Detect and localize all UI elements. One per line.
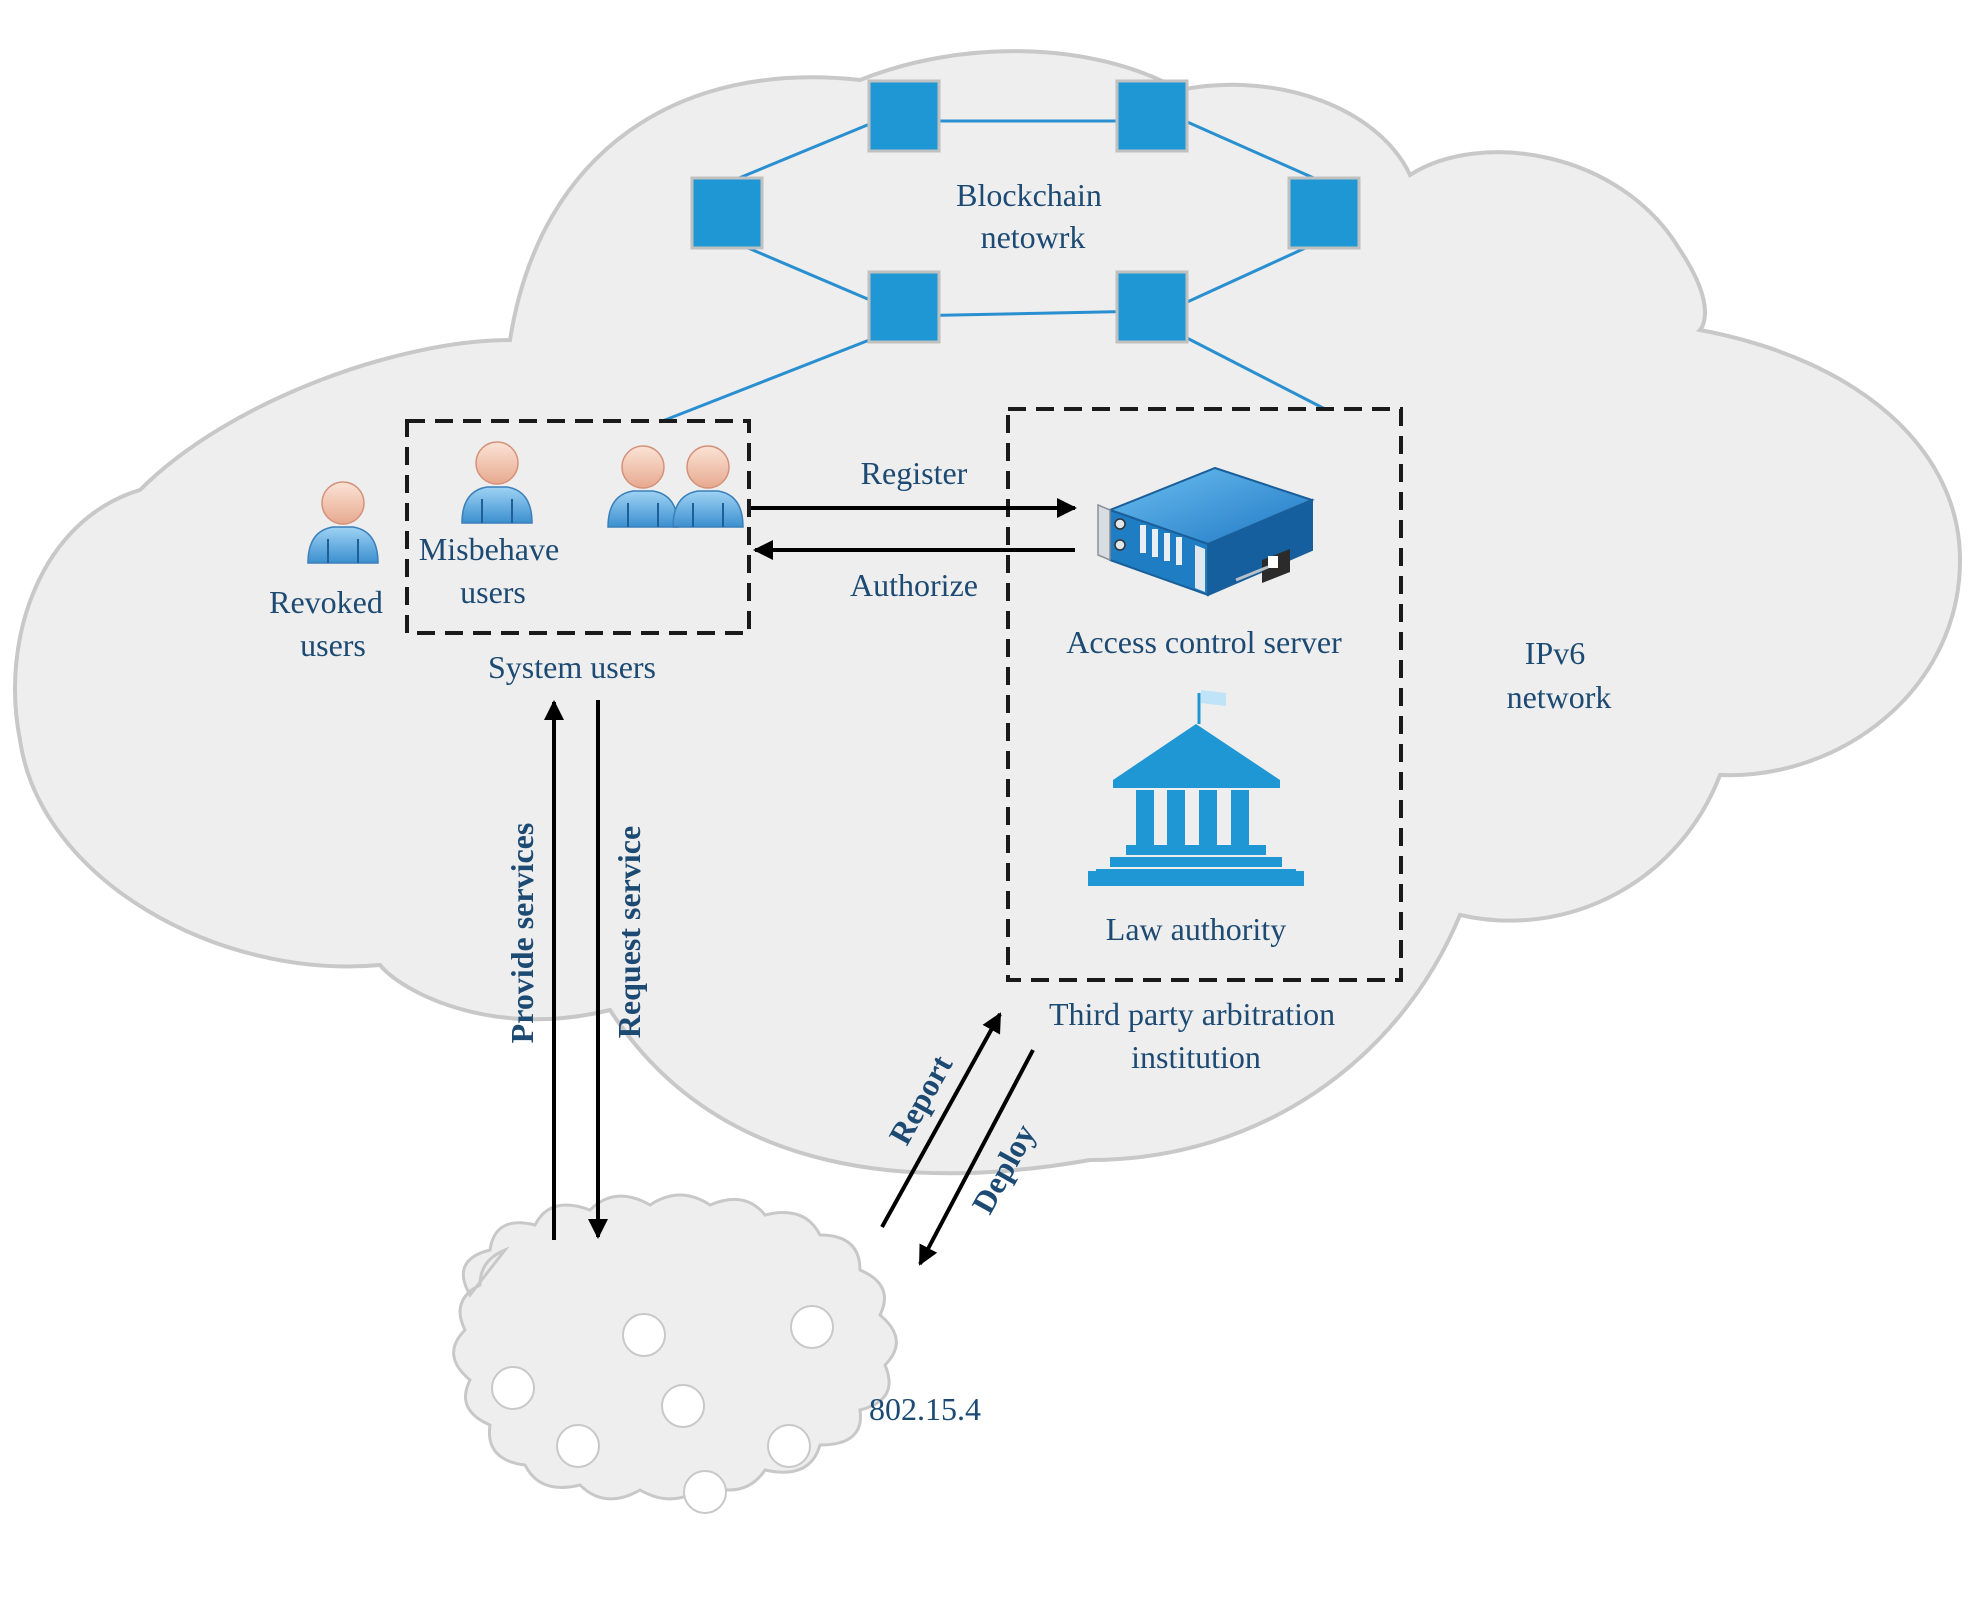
law-authority-label: Law authority [1106,911,1286,947]
third-party-label: Third party arbitration institution [1049,996,1343,1075]
blockchain-label: Blockchain netowrk [956,177,1110,255]
lan-802154-label: 802.15.4 [869,1391,981,1427]
system-users-box [405,419,751,635]
ipv6-cloud [13,49,1963,1176]
device-circle-icon [556,1424,600,1468]
device-circle-icon [661,1384,705,1428]
blockchain-links [659,119,1326,424]
device-circle-icon [767,1424,811,1468]
report-arrow [880,1012,1002,1228]
blockchain-nodes [690,79,1361,344]
system-users-label: System users [488,649,656,685]
provide-services-label: Provide services [504,823,540,1044]
blockchain-node-icon [1115,270,1189,344]
blockchain-node-icon [867,79,941,153]
device-circle-icon [790,1305,834,1349]
lan-devices [491,1305,834,1514]
authorize-label: Authorize [850,567,978,603]
device-circle-icon [683,1470,727,1514]
request-service-label: Request service [611,826,647,1038]
misbehave-users-label: Misbehave users [419,531,567,610]
system-user-icon [607,445,679,528]
courthouse-icon [1088,690,1304,886]
misbehave-user-icon [461,441,533,524]
blockchain-node-icon [867,270,941,344]
access-control-server-label: Access control server [1066,624,1342,660]
lan-cloud [452,1193,898,1501]
register-label: Register [861,455,968,491]
device-circle-icon [491,1366,535,1410]
third-party-box [1006,407,1403,982]
blockchain-node-icon [1287,176,1361,250]
ipv6-network-label: IPv6 network [1507,635,1612,715]
blockchain-node-icon [690,176,764,250]
blockchain-node-icon [1115,79,1189,153]
system-user-icon [672,445,744,528]
device-circle-icon [622,1313,666,1357]
server-icon [1097,466,1315,597]
revoked-user-icon [307,481,379,564]
revoked-users-label: Revoked users [269,584,391,663]
deploy-arrow [918,1049,1035,1266]
